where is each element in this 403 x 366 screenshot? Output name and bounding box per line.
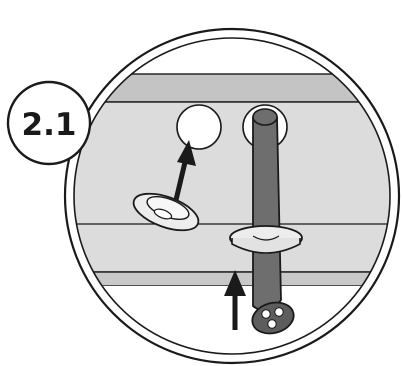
magnifier-inner-ring [73,37,391,355]
step-badge: 2.1 [6,80,92,166]
grommet-icon [132,192,200,232]
cable-icon [229,108,303,335]
insertion-arrow-icon [173,140,196,201]
push-up-arrow-icon [224,270,246,330]
mounting-hole-icon [176,104,222,150]
step-label: 2.1 [22,107,77,143]
rail-panel [74,101,390,273]
